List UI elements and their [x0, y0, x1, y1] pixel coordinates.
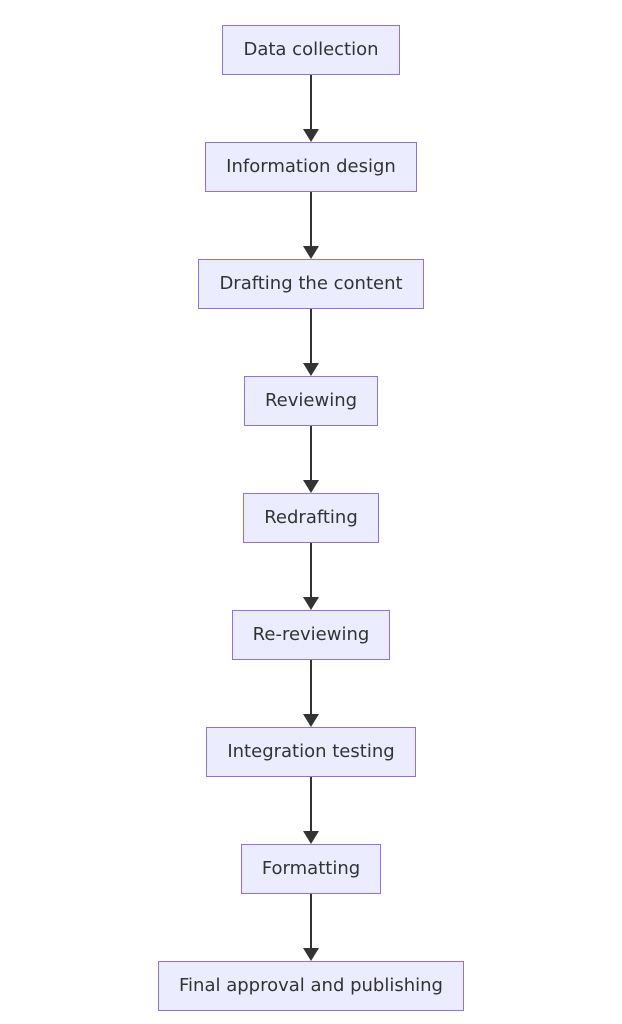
flow-node-re-reviewing: Re-reviewing: [231, 610, 391, 660]
arrowhead-icon: [303, 831, 319, 844]
flow-node-data-collection: Data collection: [222, 25, 400, 75]
arrow-down: [303, 894, 319, 961]
arrow-shaft: [309, 543, 313, 597]
flow-node-label: Final approval and publishing: [179, 975, 443, 996]
arrow-shaft: [309, 777, 313, 831]
arrowhead-icon: [303, 363, 319, 376]
arrow-down: [303, 777, 319, 844]
arrow-down: [303, 75, 319, 142]
arrow-shaft: [309, 660, 313, 714]
flow-node-formatting: Formatting: [240, 844, 382, 894]
arrow-down: [303, 660, 319, 727]
arrow-shaft: [309, 426, 313, 480]
arrow-down: [303, 192, 319, 259]
flow-node-reviewing: Reviewing: [243, 376, 379, 426]
arrow-shaft: [309, 75, 313, 129]
flow-node-label: Redrafting: [264, 507, 358, 528]
flow-node-information-design: Information design: [205, 142, 417, 192]
arrow-down: [303, 309, 319, 376]
arrowhead-icon: [303, 129, 319, 142]
flow-node-label: Drafting the content: [219, 273, 403, 294]
arrow-shaft: [309, 309, 313, 363]
arrow-down: [303, 426, 319, 493]
arrowhead-icon: [303, 597, 319, 610]
flow-node-label: Information design: [226, 156, 396, 177]
flow-node-label: Integration testing: [227, 741, 395, 762]
flow-node-drafting-the-content: Drafting the content: [198, 259, 424, 309]
flow-node-label: Data collection: [243, 39, 379, 60]
arrow-shaft: [309, 192, 313, 246]
arrowhead-icon: [303, 714, 319, 727]
flow-node-redrafting: Redrafting: [243, 493, 379, 543]
flow-node-integration-testing: Integration testing: [206, 727, 416, 777]
arrow-down: [303, 543, 319, 610]
flow-node-label: Reviewing: [264, 390, 358, 411]
flow-node-label: Formatting: [261, 858, 361, 879]
arrowhead-icon: [303, 246, 319, 259]
arrowhead-icon: [303, 948, 319, 961]
flow-node-final-approval-and-publishing: Final approval and publishing: [158, 961, 464, 1011]
flow-node-label: Re-reviewing: [252, 624, 370, 645]
arrow-shaft: [309, 894, 313, 948]
arrowhead-icon: [303, 480, 319, 493]
